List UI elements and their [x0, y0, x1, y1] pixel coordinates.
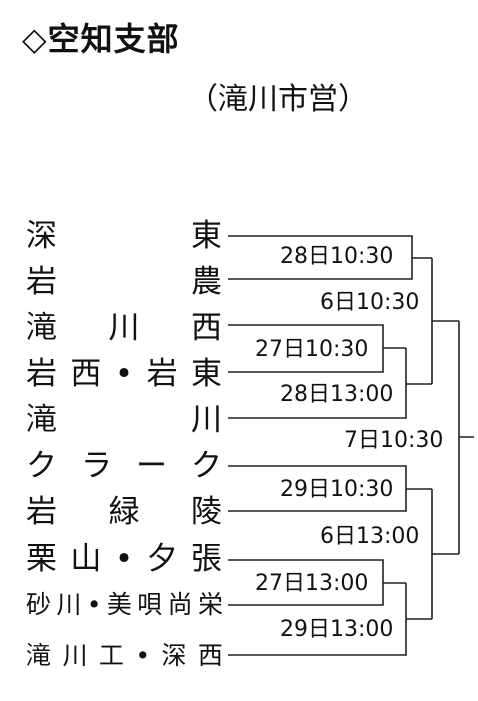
- team-row-3: 滝川西: [26, 310, 222, 346]
- bracket-line-match-g: [431, 489, 459, 619]
- match-label-i: 29日13:00: [278, 617, 396, 643]
- team-row-5: 滝川: [26, 402, 222, 438]
- match-label-final: 7日10:30: [342, 428, 446, 454]
- team-row-7: 岩緑陵: [26, 494, 222, 530]
- match-label-c: 27日10:30: [253, 337, 371, 363]
- page-title: ◇空知支部: [22, 20, 180, 58]
- team-row-9: 砂川•美唄尚栄: [26, 590, 223, 619]
- match-label-f: 29日10:30: [278, 477, 396, 503]
- match-label-a: 28日10:30: [278, 244, 396, 270]
- bracket-line-match-f: [228, 465, 432, 512]
- team-row-1: 深東: [26, 218, 222, 254]
- team-row-10: 滝川工•深西: [26, 641, 223, 670]
- team-row-6: クラーク: [26, 448, 222, 484]
- team-row-8: 栗山•夕張: [26, 541, 222, 577]
- bracket-line-match-b: [431, 258, 459, 384]
- match-label-h: 27日13:00: [253, 571, 371, 597]
- bracket-line-match-c: [228, 324, 406, 373]
- team-row-4: 岩西•岩東: [26, 356, 222, 392]
- match-label-g: 6日13:00: [318, 524, 422, 550]
- bracket-line-match-d: [228, 348, 432, 419]
- bracket-line-match-i: [228, 583, 432, 656]
- team-row-2: 岩農: [26, 264, 222, 300]
- venue-subtitle: （滝川市営）: [188, 82, 368, 117]
- match-label-d: 28日13:00: [278, 382, 396, 408]
- match-label-b: 6日10:30: [318, 290, 422, 316]
- bracket-line-final: [458, 321, 474, 554]
- bracket-line-match-a: [228, 235, 432, 280]
- bracket-line-match-h: [228, 559, 406, 606]
